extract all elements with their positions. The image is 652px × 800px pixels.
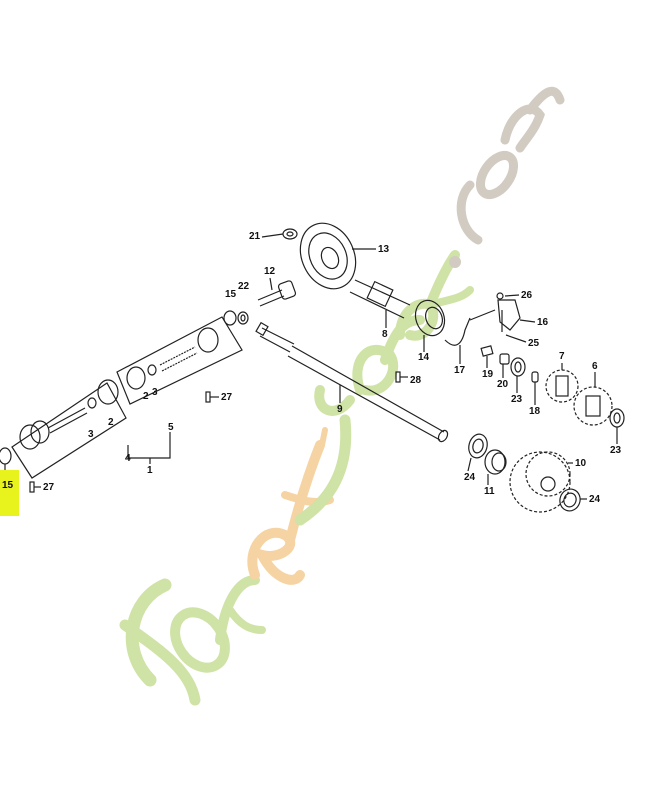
callout-23[interactable]: 23 <box>511 394 523 405</box>
watermark <box>119 86 565 706</box>
callout-5[interactable]: 5 <box>168 422 174 433</box>
callout-25[interactable]: 25 <box>528 338 540 349</box>
callout-21[interactable]: 21 <box>249 231 261 242</box>
callout-3-b[interactable]: 3 <box>88 429 94 440</box>
callout-19[interactable]: 19 <box>482 369 494 380</box>
callout-17[interactable]: 17 <box>454 365 466 376</box>
callout-8[interactable]: 8 <box>382 329 388 340</box>
callout-23-b[interactable]: 23 <box>610 445 622 456</box>
callout-28[interactable]: 28 <box>410 375 422 386</box>
callout-4[interactable]: 4 <box>125 453 131 464</box>
callout-3[interactable]: 3 <box>152 387 158 398</box>
callout-1[interactable]: 1 <box>147 465 153 476</box>
callout-18[interactable]: 18 <box>529 406 541 417</box>
callout-12[interactable]: 12 <box>264 266 276 277</box>
callout-22[interactable]: 22 <box>238 281 250 292</box>
selected-part-label: 15 <box>2 480 14 491</box>
callout-20[interactable]: 20 <box>497 379 509 390</box>
callout-9[interactable]: 9 <box>337 404 343 415</box>
callout-14[interactable]: 14 <box>418 352 430 363</box>
parts-line-art <box>0 222 625 513</box>
callout-11[interactable]: 11 <box>484 486 495 497</box>
callout-7[interactable]: 7 <box>559 351 565 362</box>
callout-16[interactable]: 16 <box>537 317 549 328</box>
callout-6[interactable]: 6 <box>592 361 598 372</box>
callout-15[interactable]: 15 <box>225 289 237 300</box>
callout-27-b[interactable]: 27 <box>43 482 55 493</box>
callout-27[interactable]: 27 <box>221 392 233 403</box>
callout-26[interactable]: 26 <box>521 290 533 301</box>
callout-24-b[interactable]: 24 <box>589 494 601 505</box>
callout-2-b[interactable]: 2 <box>108 417 114 428</box>
callout-13[interactable]: 13 <box>378 244 390 255</box>
selected-part-highlight[interactable]: 15 <box>0 470 19 516</box>
callout-10[interactable]: 10 <box>575 458 587 469</box>
callout-24[interactable]: 24 <box>464 472 476 483</box>
callout-2[interactable]: 2 <box>143 391 149 402</box>
